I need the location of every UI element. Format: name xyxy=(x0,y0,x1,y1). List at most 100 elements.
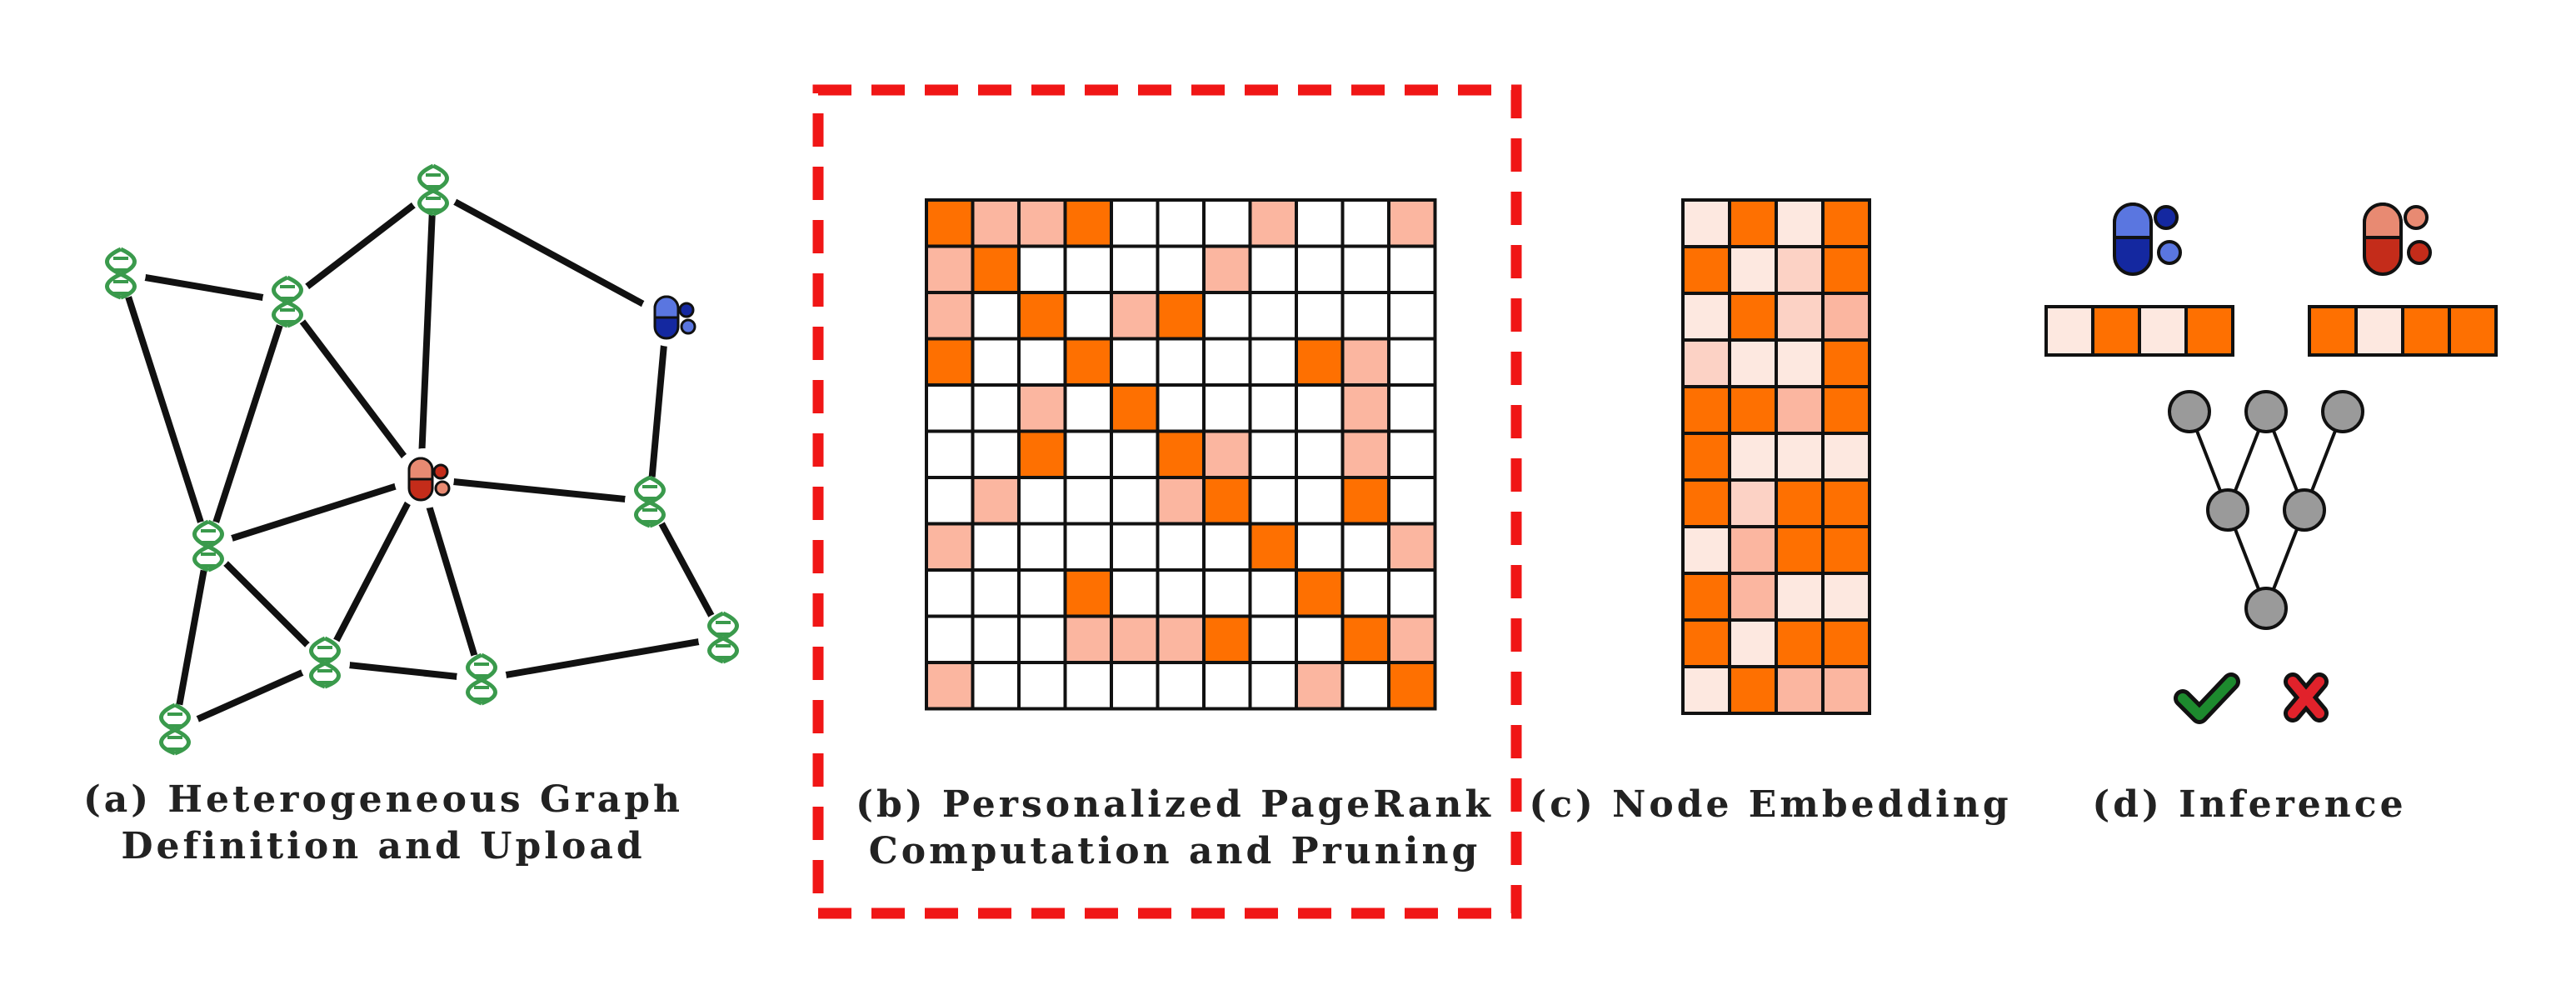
ppr-cell xyxy=(1063,522,1113,572)
embedding-cell xyxy=(1681,525,1731,575)
ppr-cell xyxy=(1340,429,1390,479)
embedding-cell xyxy=(1728,432,1778,482)
embedding-cell xyxy=(1775,665,1825,715)
ppr-cell xyxy=(1110,476,1160,526)
ppr-cell xyxy=(1295,383,1345,433)
ppr-cell xyxy=(1387,476,1437,526)
ppr-cell xyxy=(1156,476,1206,526)
embedding-cell xyxy=(1775,432,1825,482)
ppr-cell xyxy=(971,429,1021,479)
embedding-cell xyxy=(1681,665,1731,715)
ppr-cell xyxy=(1110,522,1160,572)
panel-a-caption-line1: (a) Heterogeneous Graph xyxy=(82,778,684,821)
graph-edge xyxy=(172,659,328,732)
panel-b-caption: (b) Personalized PageRank Computation an… xyxy=(833,782,1516,875)
ppr-cell xyxy=(1156,522,1206,572)
ppr-cell xyxy=(1063,568,1113,618)
ppr-cell xyxy=(971,198,1021,248)
ppr-cell xyxy=(1295,198,1345,248)
ppr-cell xyxy=(1387,198,1437,248)
embedding-cell xyxy=(1681,572,1731,622)
ppr-cell xyxy=(1248,244,1298,294)
nn-node xyxy=(2321,390,2364,433)
graph-edge xyxy=(117,270,212,549)
embedding-cell xyxy=(2091,305,2141,357)
ppr-cell xyxy=(1340,383,1390,433)
ppr-cell xyxy=(1063,429,1113,479)
ppr-cell xyxy=(925,522,975,572)
embedding-cell xyxy=(1821,525,1871,575)
ppr-cell xyxy=(925,429,975,479)
embedding-cell xyxy=(1775,478,1825,528)
graph-edge xyxy=(205,475,424,549)
check-icon xyxy=(2174,672,2240,724)
ppr-cell xyxy=(971,614,1021,664)
dna-icon xyxy=(625,477,675,527)
ppr-matrix xyxy=(925,198,1437,711)
ppr-cell xyxy=(1063,198,1113,248)
ppr-cell xyxy=(1063,476,1113,526)
ppr-cell xyxy=(1110,337,1160,387)
ppr-cell xyxy=(1110,291,1160,341)
ppr-cell xyxy=(1340,198,1390,248)
dna-icon xyxy=(408,165,458,215)
ppr-cell xyxy=(971,476,1021,526)
dna-icon xyxy=(698,612,748,662)
ppr-cell xyxy=(1202,661,1252,711)
ppr-cell xyxy=(925,661,975,711)
dna-icon xyxy=(300,638,350,688)
graph-edge xyxy=(284,298,424,482)
panel-b-caption-line1: (b) Personalized PageRank xyxy=(856,783,1494,826)
ppr-cell xyxy=(1248,337,1298,387)
ppr-cell xyxy=(1017,337,1067,387)
ppr-cell xyxy=(1202,614,1252,664)
ppr-cell xyxy=(971,383,1021,433)
ppr-cell xyxy=(971,661,1021,711)
ppr-cell xyxy=(971,244,1021,294)
ppr-cell xyxy=(1387,568,1437,618)
ppr-cell xyxy=(1248,614,1298,664)
embedding-cell xyxy=(1728,665,1778,715)
graph-nodes xyxy=(96,165,748,754)
ppr-cell xyxy=(1110,661,1160,711)
ppr-cell xyxy=(1387,429,1437,479)
graph-edges xyxy=(117,187,726,732)
ppr-cell xyxy=(925,337,975,387)
ppr-cell xyxy=(925,291,975,341)
embedding-cell xyxy=(1728,572,1778,622)
ppr-cell xyxy=(1156,198,1206,248)
ppr-cell xyxy=(1295,476,1345,526)
embedding-cell xyxy=(1775,525,1825,575)
graph-edge xyxy=(322,475,424,666)
embedding-cell xyxy=(1821,245,1871,295)
ppr-cell xyxy=(1340,291,1390,341)
panel-a-caption-line2: Definition and Upload xyxy=(121,825,646,868)
graph-edge xyxy=(417,475,485,682)
ppr-cell xyxy=(1340,568,1390,618)
ppr-cell xyxy=(1202,476,1252,526)
embedding-cell xyxy=(1775,292,1825,342)
embedding-cell xyxy=(1728,525,1778,575)
heterogeneous-graph xyxy=(96,165,748,754)
ppr-cell xyxy=(1202,244,1252,294)
ppr-cell xyxy=(925,476,975,526)
ppr-cell xyxy=(1248,291,1298,341)
ppr-cell xyxy=(971,568,1021,618)
ppr-cell xyxy=(1156,568,1206,618)
embedding-cell xyxy=(2448,305,2498,357)
ppr-cell xyxy=(1295,429,1345,479)
ppr-cell xyxy=(1156,244,1206,294)
ppr-cell xyxy=(1248,383,1298,433)
ppr-cell xyxy=(925,614,975,664)
embedding-cell xyxy=(2138,305,2188,357)
graph-edge xyxy=(646,498,726,641)
ppr-cell xyxy=(925,568,975,618)
graph-edge xyxy=(284,187,437,305)
ppr-cell xyxy=(1110,568,1160,618)
embedding-cell xyxy=(1821,572,1871,622)
ppr-cell xyxy=(1340,522,1390,572)
graph-edge xyxy=(417,187,437,482)
drug-blue-icon xyxy=(2113,202,2182,276)
panel-b-caption-line2: Computation and Pruning xyxy=(868,830,1481,872)
